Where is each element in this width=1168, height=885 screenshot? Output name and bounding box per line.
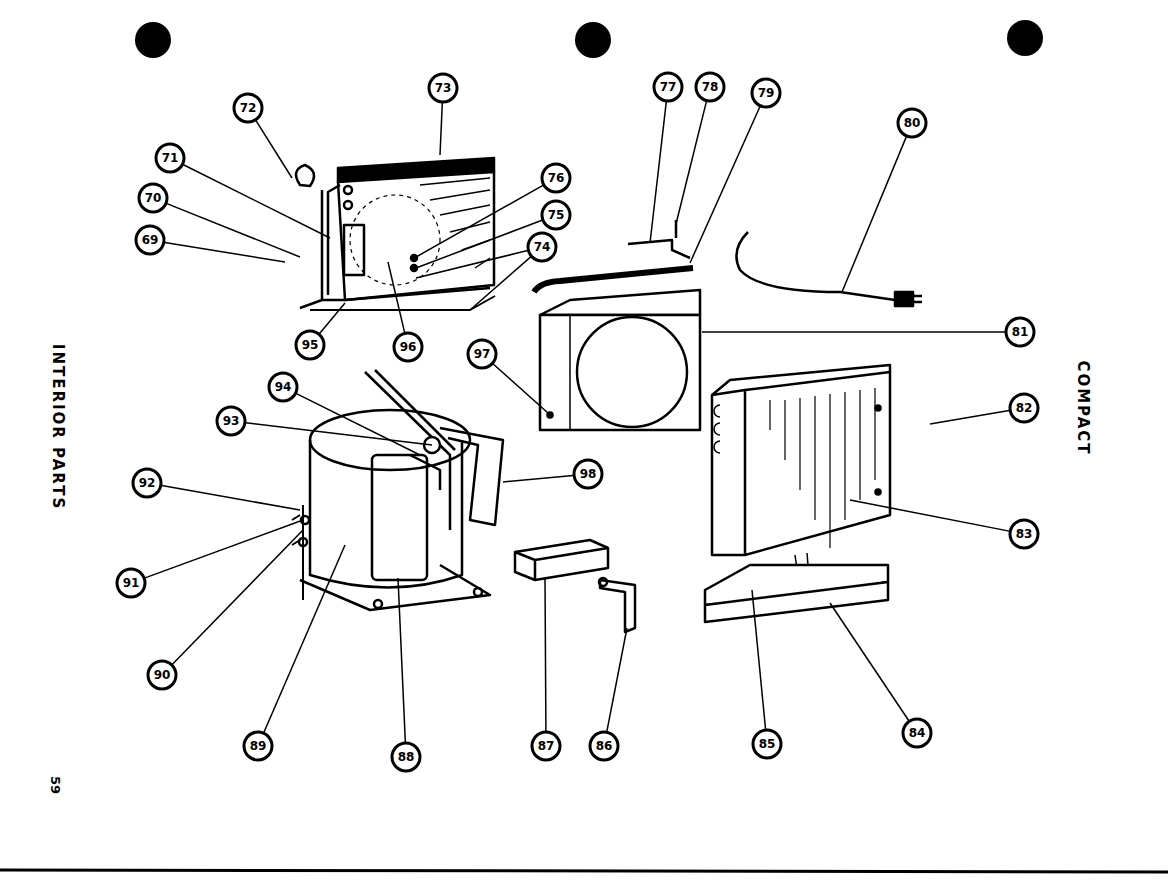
leader-lines: [145, 102, 1009, 742]
callout-number: 93: [223, 415, 240, 427]
callout-ring: [654, 73, 682, 101]
callout-number: 77: [660, 81, 677, 93]
callout-ring: [1006, 318, 1034, 346]
callout-number: 85: [759, 738, 776, 750]
callout-number: 83: [1016, 528, 1033, 540]
callout-number: 84: [909, 727, 926, 739]
callout-ring: [532, 732, 560, 760]
callout-number: 69: [142, 234, 159, 246]
leader-line: [183, 165, 330, 238]
callout-ring: [753, 730, 781, 758]
callout-ring: [574, 460, 602, 488]
page-number: 59: [49, 776, 62, 794]
callout-ring: [898, 109, 926, 137]
leader-line: [850, 500, 1009, 531]
leader-line: [398, 578, 405, 742]
leader-line: [503, 475, 573, 482]
callout-ring: [217, 407, 245, 435]
leader-line: [930, 411, 1009, 424]
callout-number: 79: [758, 87, 775, 99]
leader-line: [544, 578, 546, 731]
callout-ring: [156, 144, 184, 172]
leader-line: [416, 220, 542, 268]
callout-ring: [244, 732, 272, 760]
callout-ring: [528, 233, 556, 261]
callout-number: 98: [580, 468, 597, 480]
callout-number: 95: [302, 339, 319, 351]
callout-number: 97: [474, 348, 491, 360]
callout-ring: [752, 79, 780, 107]
leader-line: [256, 121, 292, 178]
callout-ring: [542, 201, 570, 229]
callout-number: 96: [400, 341, 417, 353]
callout-number: 78: [702, 81, 719, 93]
callout-number: 86: [596, 740, 613, 752]
leader-line: [842, 137, 906, 292]
callout-ring: [696, 73, 724, 101]
callout-number: 73: [435, 82, 452, 94]
leader-line: [690, 107, 760, 263]
callout-number: 70: [145, 192, 162, 204]
callout-ring: [148, 661, 176, 689]
punch-holes: [135, 20, 1043, 58]
callout-ring: [542, 164, 570, 192]
leader-line: [264, 545, 345, 732]
callout-number: 80: [904, 117, 921, 129]
leader-line: [607, 628, 627, 731]
callout-number: 88: [398, 751, 415, 763]
callout-ring: [1010, 520, 1038, 548]
callout-ring: [133, 469, 161, 497]
callout-ring: [117, 569, 145, 597]
leader-line: [388, 262, 405, 332]
callout-number: 71: [162, 152, 179, 164]
leader-line: [752, 590, 766, 729]
leader-line: [165, 242, 285, 262]
callout-ring: [903, 719, 931, 747]
leader-line: [167, 204, 300, 257]
callout-ring: [429, 74, 457, 102]
parts-drawing: [0, 158, 1168, 872]
callout-number: 94: [275, 381, 292, 393]
callout-rings: [117, 73, 1038, 771]
callout-number: 74: [534, 241, 551, 253]
callout-number: 90: [154, 669, 171, 681]
callout-number: 89: [250, 740, 267, 752]
callout-ring: [590, 732, 618, 760]
leader-line: [246, 423, 432, 445]
leader-line: [470, 257, 531, 310]
callout-ring: [296, 331, 324, 359]
section-heading: COMPACT: [1075, 360, 1090, 455]
leader-line: [702, 331, 1005, 333]
callout-number: 75: [548, 209, 565, 221]
leader-line: [145, 520, 303, 578]
callout-number: 81: [1012, 326, 1029, 338]
leader-line: [440, 103, 442, 155]
leader-line: [162, 486, 300, 510]
leader-line: [320, 303, 345, 333]
leader-line: [676, 102, 706, 224]
callout-ring: [136, 226, 164, 254]
callout-number: 76: [548, 172, 565, 184]
callout-ring: [234, 94, 262, 122]
callout-ring: [394, 333, 422, 361]
leader-line: [296, 394, 420, 455]
callout-ring: [269, 373, 297, 401]
callout-number: 87: [538, 740, 555, 752]
leader-line: [416, 185, 543, 257]
leader-line: [493, 364, 548, 413]
callout-ring: [139, 184, 167, 212]
leader-line: [830, 603, 909, 721]
callout-number: 72: [240, 102, 257, 114]
section-heading: INTERIOR PARTS: [50, 344, 65, 510]
callout-number: 82: [1016, 402, 1033, 414]
callout-ring: [392, 743, 420, 771]
callout-ring: [468, 340, 496, 368]
callout-number: 91: [123, 577, 140, 589]
callout-ring: [1010, 394, 1038, 422]
leader-line: [650, 102, 666, 243]
leader-line: [172, 530, 303, 664]
callout-number: 92: [139, 477, 156, 489]
